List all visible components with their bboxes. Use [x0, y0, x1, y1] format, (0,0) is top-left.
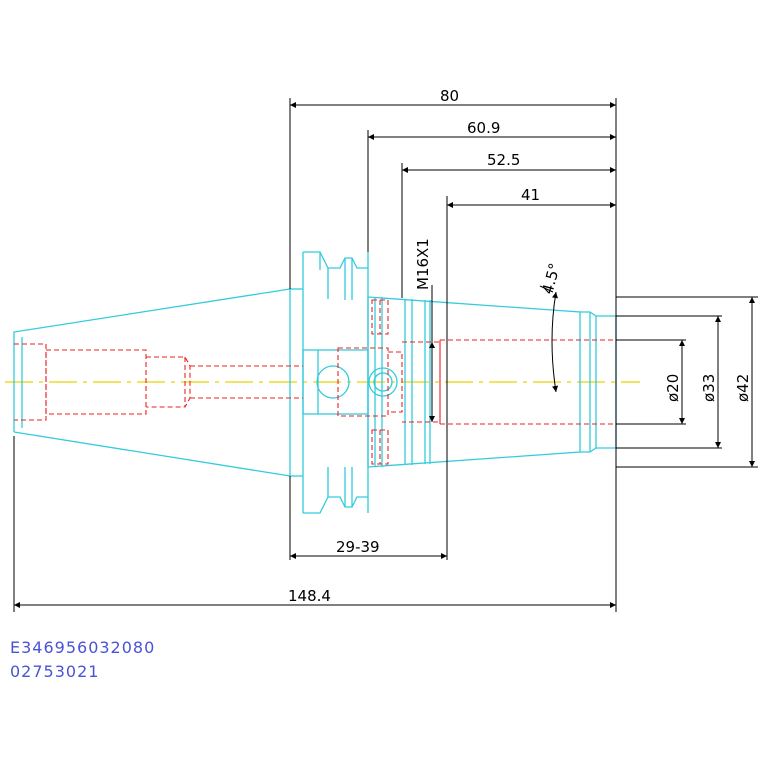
dim-41: 41	[521, 186, 540, 204]
dim-80: 80	[440, 87, 459, 105]
dia-42-label: ø42	[734, 374, 752, 402]
thread-label: M16X1	[414, 238, 432, 290]
dim-52-5: 52.5	[487, 151, 520, 169]
angle-label: 4.5°	[538, 261, 564, 296]
dim-148-4: 148.4	[288, 587, 331, 605]
dim-29-39: 29-39	[336, 538, 380, 556]
holder-body	[13, 251, 617, 514]
dimension-lines	[13, 98, 758, 612]
dim-60-9: 60.9	[467, 119, 500, 137]
hidden-features	[14, 299, 616, 465]
dia-20-label: ø20	[664, 374, 682, 402]
part-code: E346956032080	[10, 638, 156, 657]
dia-33-label: ø33	[700, 374, 718, 402]
part-number: 02753021	[10, 662, 100, 681]
